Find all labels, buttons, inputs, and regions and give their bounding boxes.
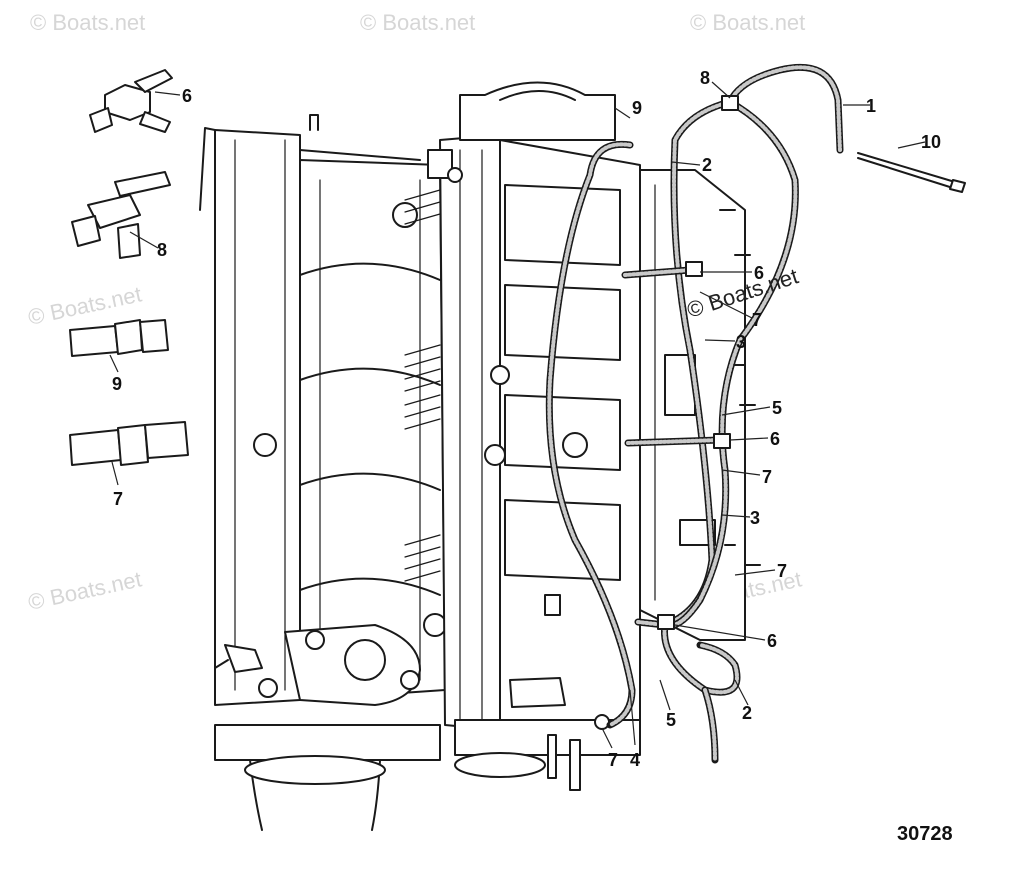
watermark: © Boats.net [26,566,144,614]
watermark: © Boats.net [30,10,145,35]
hoses [545,63,844,764]
part-6-tee-fitting [89,69,173,133]
watermark: © Boats.net [360,10,475,35]
callout-4: 4 [630,750,640,770]
callout-7: 7 [762,467,772,487]
part-8-cross-fitting [71,171,171,259]
tee-fitting [657,614,675,630]
callout-3: 3 [736,332,746,352]
callout-7: 7 [608,750,618,770]
tee-fitting [685,261,703,277]
callout-5: 5 [666,710,676,730]
watermark: © Boats.net [690,10,805,35]
callout-6: 6 [182,86,192,106]
engine-block [199,81,641,831]
callout-5: 5 [772,398,782,418]
leader-lines [109,81,926,749]
callout-6: 6 [767,631,777,651]
callout-8: 8 [700,68,710,88]
part-9-straight-connector [69,319,169,357]
callout-6: 6 [770,429,780,449]
figure-number: 30728 [897,823,953,845]
callout-7: 7 [777,561,787,581]
callout-3: 3 [750,508,760,528]
callout-9: 9 [112,374,122,394]
bypass-cover-plate [639,169,761,641]
callout-6: 6 [754,263,764,283]
tee-fitting [713,433,731,449]
part-7-hose-barb [69,421,189,466]
callouts: 1 8 10 9 2 6 7 3 5 6 7 3 7 6 2 5 4 7 6 8… [112,68,941,770]
bolt-part-10 [857,152,966,193]
callout-9: 9 [632,98,642,118]
callout-7: 7 [752,310,762,330]
callout-10: 10 [921,132,941,152]
callout-7: 7 [113,489,123,509]
callout-2: 2 [702,155,712,175]
callout-8: 8 [157,240,167,260]
callout-1: 1 [866,96,876,116]
callout-2: 2 [742,703,752,723]
tee-fitting [721,95,739,111]
